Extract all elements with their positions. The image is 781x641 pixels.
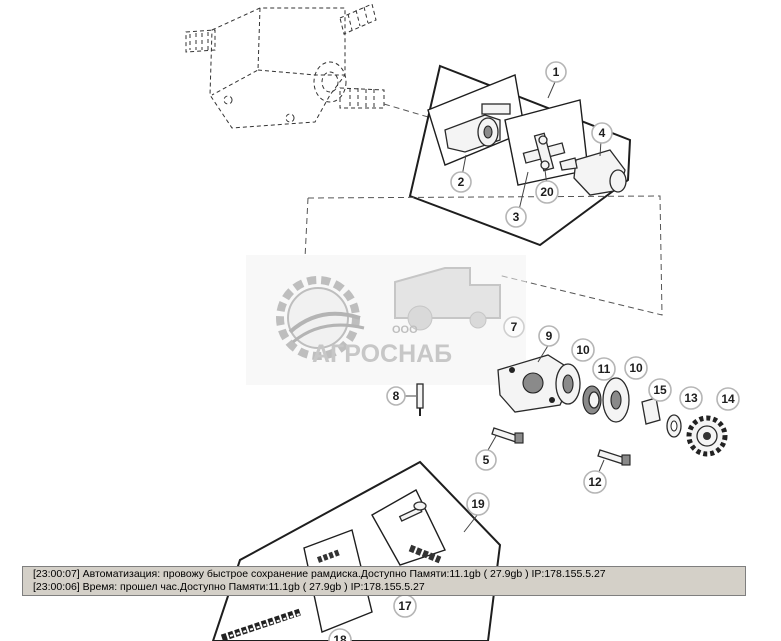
watermark-name: АГРОСНАБ (312, 340, 452, 368)
bearing-flange-9 (497, 354, 576, 413)
callout-4: 4 (591, 122, 613, 144)
svg-text:3: 3 (513, 210, 520, 224)
callout-9: 9 (538, 325, 560, 347)
assembly-line-2 (307, 195, 663, 316)
bolt-5 (491, 427, 524, 444)
callout-2: 2 (450, 171, 472, 193)
callout-17: 17 (393, 594, 417, 618)
callout-10b: 10 (624, 356, 648, 380)
svg-text:11: 11 (598, 362, 611, 376)
svg-text:8: 8 (393, 389, 400, 403)
flange-10a (555, 363, 581, 405)
svg-text:10: 10 (629, 361, 643, 375)
yoke-part-4 (559, 149, 627, 196)
svg-text:15: 15 (653, 383, 667, 397)
spacer-15 (641, 397, 661, 425)
yoke-part-2 (444, 103, 511, 153)
svg-text:19: 19 (471, 497, 485, 511)
svg-text:12: 12 (588, 475, 602, 489)
svg-text:20: 20 (540, 185, 554, 199)
svg-text:7: 7 (511, 320, 518, 334)
svg-text:10: 10 (576, 343, 590, 357)
log-panel: [23:00:07] Автоматизация: провожу быстро… (22, 566, 746, 596)
callout-18: 18 (328, 628, 352, 641)
log-line-1: [23:00:07] Автоматизация: провожу быстро… (33, 568, 606, 580)
svg-text:14: 14 (721, 392, 735, 406)
callout-7: 7 (503, 316, 525, 338)
assembly-line-3 (304, 197, 309, 259)
callout-20: 20 (535, 180, 559, 204)
callout-13: 13 (679, 386, 703, 410)
svg-text:18: 18 (333, 633, 347, 641)
svg-text:9: 9 (546, 329, 553, 343)
bolt-12 (597, 449, 631, 466)
svg-text:17: 17 (398, 599, 412, 613)
callout-5: 5 (475, 449, 497, 471)
bearing-11 (582, 385, 602, 415)
callout-15: 15 (648, 378, 672, 402)
chain-kit-frame (211, 460, 502, 641)
cross-part-3 (522, 132, 566, 172)
svg-text:5: 5 (483, 453, 490, 467)
watermark-prefix: ООО (392, 324, 418, 336)
callout-10a: 10 (571, 338, 595, 362)
callout-8: 8 (386, 386, 406, 406)
callout-14: 14 (716, 387, 740, 411)
callout-12: 12 (583, 470, 607, 494)
washer-13 (666, 414, 682, 438)
log-line-2: [23:00:06] Время: прошел час.Доступно Па… (33, 581, 425, 593)
agrosnab-watermark: ООО АГРОСНАБ (246, 255, 526, 385)
callout-19: 19 (466, 492, 490, 516)
gearbox-housing (185, 3, 385, 129)
callout-3: 3 (505, 206, 527, 228)
bolt-8 (416, 383, 424, 416)
sprocket-14 (686, 415, 728, 457)
callout-1: 1 (545, 61, 567, 83)
callout-11: 11 (592, 357, 616, 381)
svg-text:13: 13 (684, 391, 698, 405)
svg-text:4: 4 (599, 126, 606, 140)
flange-10b (602, 377, 630, 423)
svg-text:2: 2 (458, 175, 465, 189)
svg-text:1: 1 (553, 65, 560, 79)
